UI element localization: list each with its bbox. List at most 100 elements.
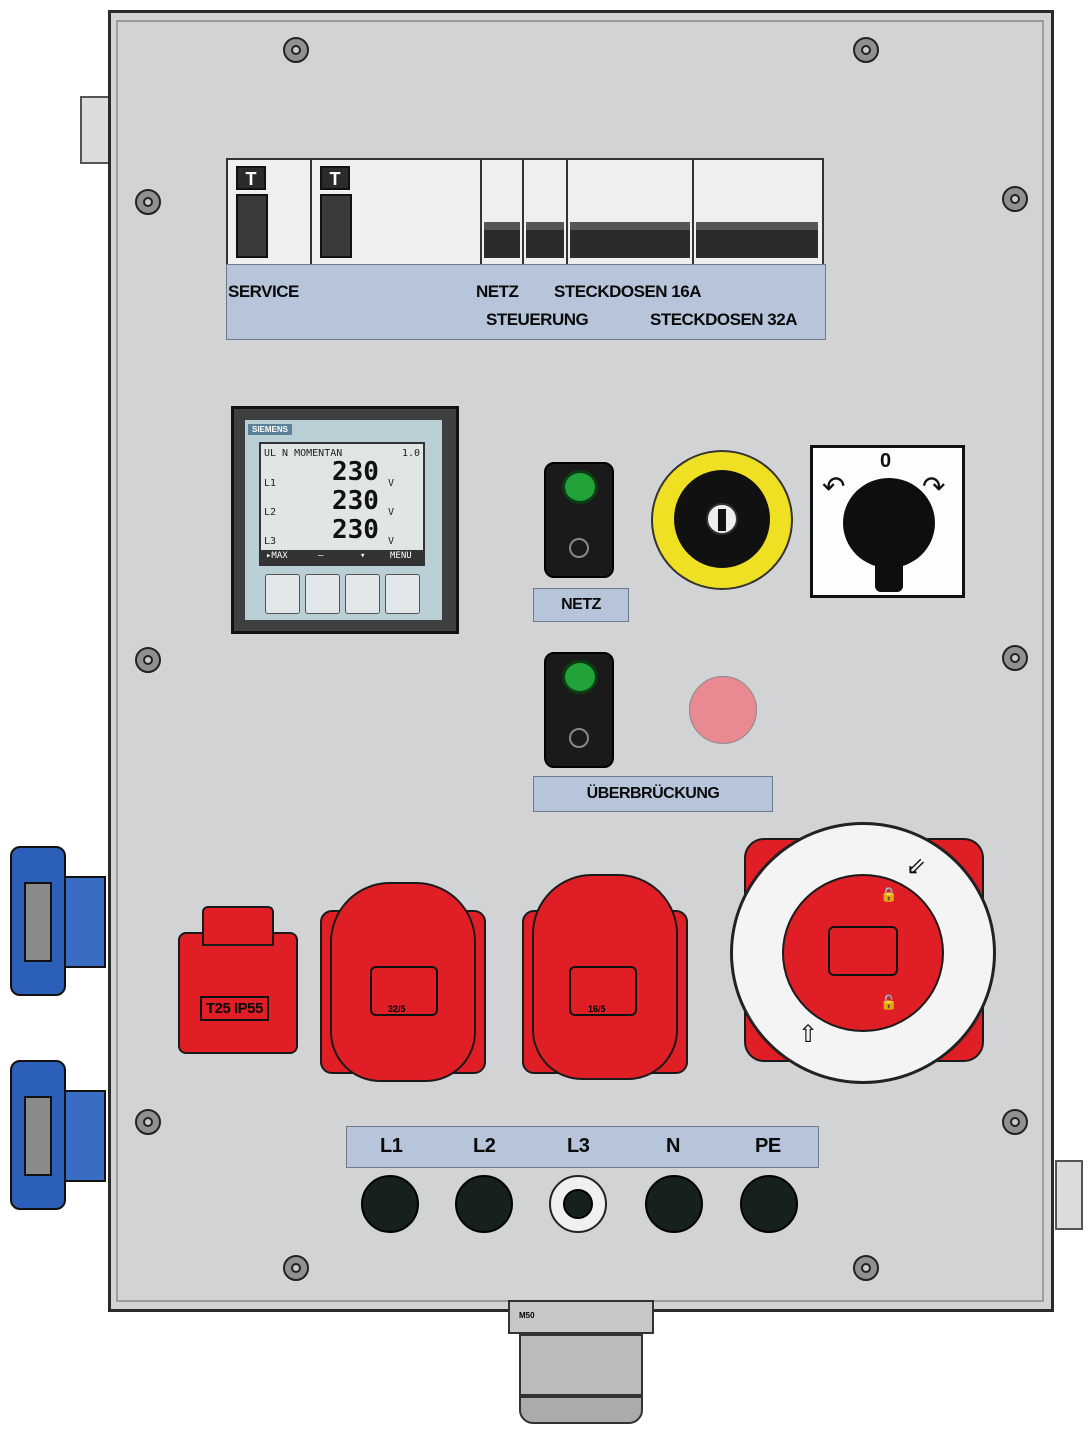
blue-cee-socket[interactable] bbox=[10, 1060, 108, 1210]
mcb-steckdosen-32a[interactable] bbox=[694, 160, 822, 264]
terminal-label-n: N bbox=[666, 1135, 680, 1157]
screw-icon bbox=[283, 1255, 309, 1281]
meter-softkey-bar bbox=[261, 550, 423, 564]
breaker-toggle[interactable] bbox=[570, 222, 690, 258]
meter-value-l2: 230 bbox=[332, 486, 379, 516]
indicator-lamp-green-icon bbox=[562, 470, 598, 504]
screw-icon bbox=[135, 647, 161, 673]
cable-gland-body bbox=[519, 1334, 643, 1396]
meter-header-right: 1.0 bbox=[402, 448, 421, 459]
meter-unit-l2: V bbox=[388, 507, 395, 518]
screw-icon bbox=[1002, 186, 1028, 212]
indicator-selector[interactable] bbox=[569, 538, 589, 558]
indicator-selector[interactable] bbox=[569, 728, 589, 748]
meter-phase-l1: L1 bbox=[264, 478, 277, 489]
blue-cee-socket[interactable] bbox=[10, 846, 108, 996]
meter-softkey-label: ▾ bbox=[360, 551, 366, 561]
indicator-lamp-green-icon bbox=[562, 660, 598, 694]
right-hinge bbox=[1055, 1160, 1083, 1230]
meter-brand: SIEMENS bbox=[248, 424, 293, 435]
left-hinge bbox=[80, 96, 110, 164]
screw-icon bbox=[283, 37, 309, 63]
terminal-label-strip bbox=[346, 1126, 819, 1168]
cable-gland-label: M50 bbox=[519, 1311, 535, 1320]
screw-icon bbox=[135, 1109, 161, 1135]
label-service: SERVICE bbox=[228, 282, 299, 301]
interlocked-socket-window bbox=[828, 926, 898, 976]
terminal-gland-n[interactable] bbox=[645, 1175, 703, 1233]
cee-socket-16a-lid[interactable] bbox=[532, 874, 678, 1080]
lock-open-icon: 🔓 bbox=[880, 994, 898, 1010]
screw-icon bbox=[853, 1255, 879, 1281]
terminal-label-l1: L1 bbox=[380, 1135, 403, 1157]
socket-latch bbox=[24, 882, 52, 962]
meter-value-l1: 230 bbox=[332, 457, 379, 487]
socket-red-small[interactable] bbox=[178, 932, 298, 1054]
label-bypass-indicator: ÜBERBRÜCKUNG bbox=[533, 776, 773, 812]
socket-lid[interactable] bbox=[202, 906, 274, 946]
test-button[interactable]: T bbox=[320, 166, 350, 190]
terminal-gland-l1[interactable] bbox=[361, 1175, 419, 1233]
screw-icon bbox=[135, 189, 161, 215]
breaker-toggle[interactable] bbox=[696, 222, 818, 258]
meter-header-left: UL N MOMENTAN bbox=[264, 448, 343, 459]
meter-key-3[interactable] bbox=[345, 574, 380, 614]
terminal-gland-l2[interactable] bbox=[455, 1175, 513, 1233]
meter-unit-l1: V bbox=[388, 478, 395, 489]
cee-socket-face bbox=[569, 966, 637, 1016]
breaker-toggle[interactable] bbox=[236, 194, 268, 258]
rotate-left-icon: ↶ bbox=[822, 471, 846, 502]
test-button[interactable]: T bbox=[236, 166, 266, 190]
pilot-lamp-icon bbox=[689, 676, 757, 744]
screw-icon bbox=[1002, 1109, 1028, 1135]
meter-key-1[interactable] bbox=[265, 574, 300, 614]
terminal-label-pe: PE bbox=[755, 1135, 781, 1157]
label-cee-16: 16/5 bbox=[588, 1004, 606, 1014]
rotate-right-icon: ↷ bbox=[922, 471, 946, 502]
meter-softkey-label: MENU bbox=[390, 551, 412, 561]
mcb-steuerung[interactable] bbox=[524, 160, 568, 264]
label-netz-indicator: NETZ bbox=[533, 588, 629, 622]
rcd-breaker-service[interactable]: T bbox=[228, 160, 312, 264]
terminal-label-l2: L2 bbox=[473, 1135, 496, 1157]
cee-socket-face bbox=[370, 966, 438, 1016]
key-slot-icon bbox=[718, 509, 726, 531]
mcb-steckdosen-16a[interactable] bbox=[568, 160, 694, 264]
label-netz: NETZ bbox=[476, 282, 519, 301]
label-steuerung: STEUERUNG bbox=[486, 310, 589, 329]
meter-softkey-label: – bbox=[318, 551, 324, 561]
rcd-breaker-main[interactable]: T bbox=[312, 160, 482, 264]
breaker-toggle[interactable] bbox=[484, 222, 520, 258]
cable-gland-nut bbox=[508, 1300, 654, 1334]
terminal-gland-l3-core bbox=[563, 1189, 593, 1219]
socket-collar bbox=[64, 1090, 106, 1182]
cable-gland-tip bbox=[519, 1396, 643, 1424]
label-steckdosen-16a: STECKDOSEN 16A bbox=[554, 282, 701, 301]
label-schuko: T25 IP55 bbox=[200, 996, 269, 1021]
breaker-toggle[interactable] bbox=[320, 194, 352, 258]
meter-softkey-label: ▸MAX bbox=[266, 551, 288, 561]
lock-closed-icon: 🔒 bbox=[880, 886, 898, 902]
mcb-netz[interactable] bbox=[482, 160, 524, 264]
cee-socket-32a-lid[interactable] bbox=[330, 882, 476, 1082]
meter-key-4[interactable] bbox=[385, 574, 420, 614]
meter-phase-l2: L2 bbox=[264, 507, 277, 518]
terminal-label-l3: L3 bbox=[567, 1135, 590, 1157]
rotary-switch-zero: 0 bbox=[880, 450, 892, 472]
meter-unit-l3: V bbox=[388, 536, 395, 547]
breaker-toggle[interactable] bbox=[526, 222, 564, 258]
meter-display bbox=[259, 442, 425, 566]
label-cee-32: 32/5 bbox=[388, 1004, 406, 1014]
socket-latch bbox=[24, 1096, 52, 1176]
meter-key-2[interactable] bbox=[305, 574, 340, 614]
interlocked-socket-dial[interactable] bbox=[782, 874, 944, 1032]
meter-phase-l3: L3 bbox=[264, 536, 277, 547]
label-steckdosen-32a: STECKDOSEN 32A bbox=[650, 310, 797, 329]
meter-value-l3: 230 bbox=[332, 515, 379, 545]
breaker-label-strip bbox=[226, 264, 826, 340]
rotary-switch-handle[interactable] bbox=[875, 540, 903, 592]
terminal-gland-pe[interactable] bbox=[740, 1175, 798, 1233]
arrow-up-icon: ⇧ bbox=[798, 1021, 819, 1048]
socket-collar bbox=[64, 876, 106, 968]
screw-icon bbox=[853, 37, 879, 63]
